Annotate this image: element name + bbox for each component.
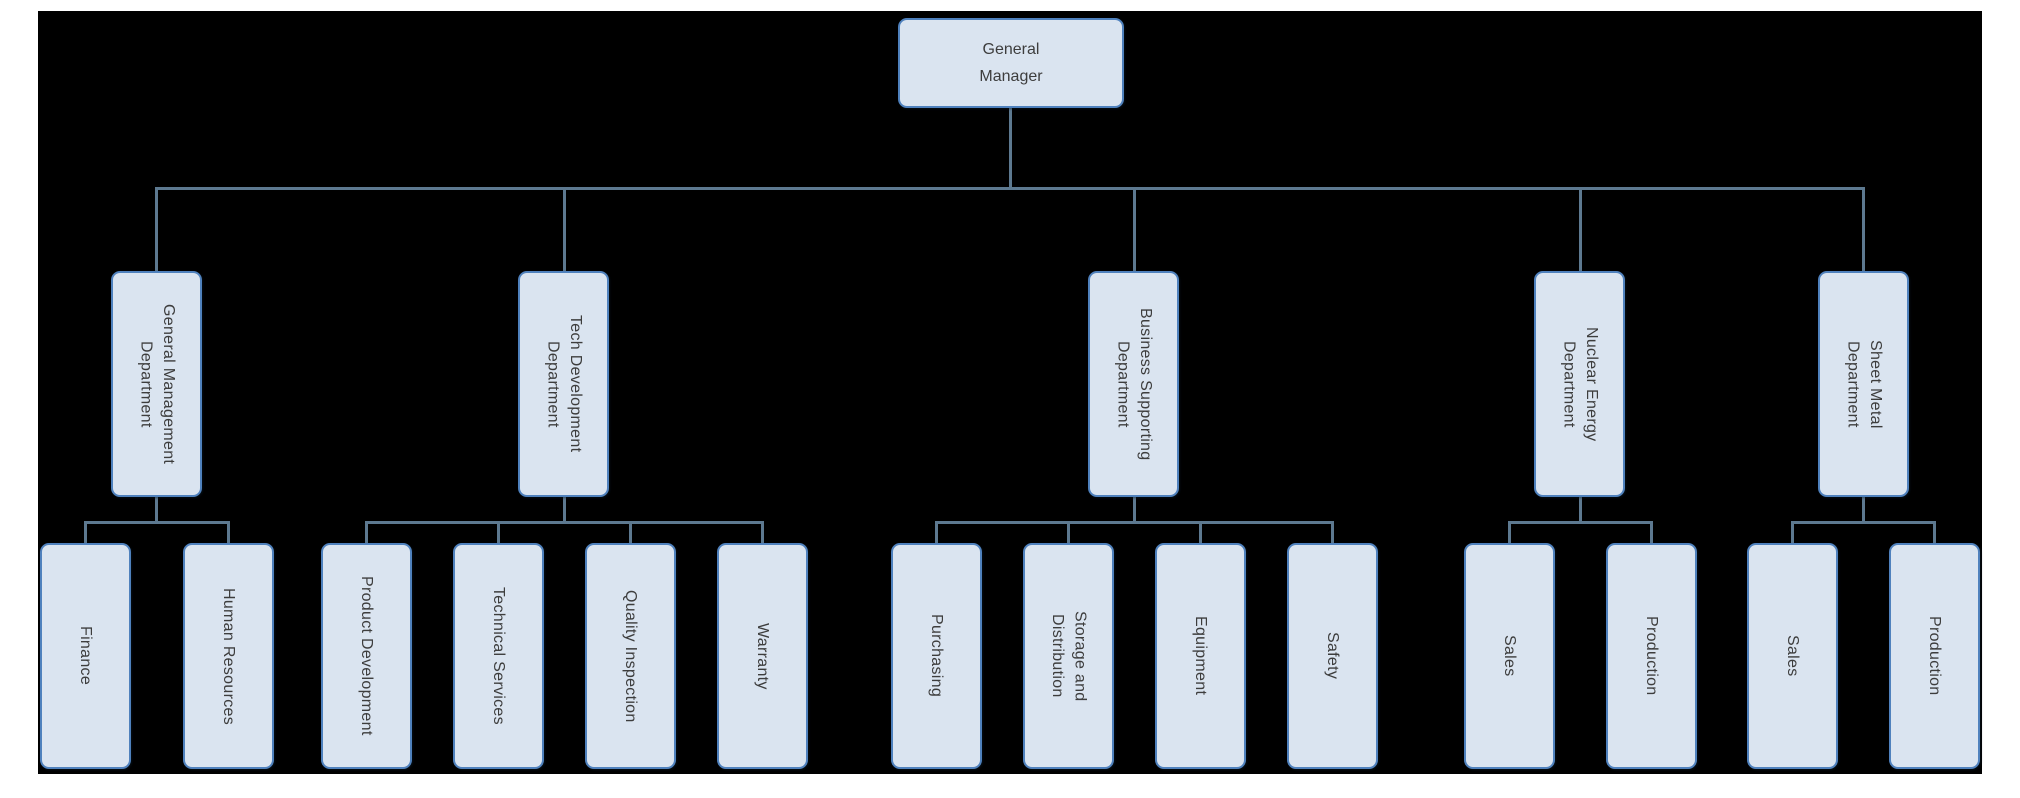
node-label: General Management Department xyxy=(137,303,177,465)
connector-child-rail xyxy=(1507,520,1653,524)
connector-child-drop xyxy=(1330,520,1334,544)
connector-top-rail xyxy=(154,186,1865,190)
node-label: Storage and Distribution xyxy=(1049,610,1089,702)
connector-child-drop xyxy=(1507,520,1511,544)
connector-child-rail xyxy=(1790,520,1936,524)
node-label: Sales xyxy=(1784,635,1802,677)
node-tech-development-department[interactable]: Tech Development Department xyxy=(518,271,609,497)
connector-dept-drop xyxy=(154,186,158,272)
connector-child-rail xyxy=(83,520,230,524)
connector-dept-stub xyxy=(1861,496,1865,522)
node-label: Sheet Metal Department xyxy=(1844,339,1884,429)
node-nuclear-energy-sales[interactable]: Sales xyxy=(1463,543,1555,769)
node-label: Quality Inspection xyxy=(622,589,640,723)
connector-child-drop xyxy=(934,520,938,544)
node-sheet-metal-department[interactable]: Sheet Metal Department xyxy=(1818,271,1909,497)
connector-child-drop xyxy=(83,520,87,544)
node-label: Finance xyxy=(77,626,95,686)
node-sheet-metal-production[interactable]: Production xyxy=(1888,543,1980,769)
node-label: Purchasing xyxy=(928,614,946,698)
node-sheet-metal-sales[interactable]: Sales xyxy=(1746,543,1838,769)
node-warranty[interactable]: Warranty xyxy=(716,543,808,769)
node-label: Product Development xyxy=(358,576,376,736)
connector-dept-drop xyxy=(1132,186,1136,272)
node-general-manager[interactable]: General Manager xyxy=(898,18,1124,108)
node-equipment[interactable]: Equipment xyxy=(1154,543,1246,769)
node-product-development[interactable]: Product Development xyxy=(320,543,412,769)
connector-child-drop xyxy=(628,520,632,544)
node-label: Equipment xyxy=(1192,616,1210,696)
connector-dept-stub xyxy=(1132,496,1136,522)
node-label: Nuclear Energy Department xyxy=(1560,326,1600,442)
node-label: Warranty xyxy=(754,622,772,690)
connector-child-drop xyxy=(226,520,230,544)
connector-dept-drop xyxy=(1578,186,1582,272)
connector-child-drop xyxy=(496,520,500,544)
connector-child-rail xyxy=(934,520,1334,524)
node-quality-inspection[interactable]: Quality Inspection xyxy=(584,543,676,769)
connector-dept-stub xyxy=(1578,496,1582,522)
connector-child-drop xyxy=(1198,520,1202,544)
connector-dept-drop xyxy=(562,186,566,272)
node-label: Production xyxy=(1643,616,1661,696)
node-finance[interactable]: Finance xyxy=(39,543,131,769)
connector-child-drop xyxy=(1066,520,1070,544)
connector-child-drop xyxy=(1932,520,1936,544)
node-label: General Manager xyxy=(979,40,1043,85)
connector-dept-stub xyxy=(562,496,566,522)
node-safety[interactable]: Safety xyxy=(1286,543,1378,769)
node-human-resources[interactable]: Human Resources xyxy=(182,543,274,769)
node-nuclear-energy-department[interactable]: Nuclear Energy Department xyxy=(1534,271,1625,497)
node-label: Human Resources xyxy=(220,587,238,725)
connector-child-drop xyxy=(364,520,368,544)
node-general-management-department[interactable]: General Management Department xyxy=(111,271,202,497)
node-label: Technical Services xyxy=(490,587,508,725)
connector-child-drop xyxy=(1790,520,1794,544)
node-technical-services[interactable]: Technical Services xyxy=(452,543,544,769)
connector-dept-stub xyxy=(154,496,158,522)
connector-dept-drop xyxy=(1861,186,1865,272)
node-purchasing[interactable]: Purchasing xyxy=(890,543,982,769)
node-label: Tech Development Department xyxy=(544,315,584,453)
node-label: Production xyxy=(1926,616,1944,696)
connector-root-stub xyxy=(1008,106,1012,188)
connector-child-drop xyxy=(1649,520,1653,544)
node-label: Business Supporting Department xyxy=(1114,307,1154,461)
node-label: Safety xyxy=(1324,632,1342,680)
connector-child-drop xyxy=(760,520,764,544)
node-storage-and-distribution[interactable]: Storage and Distribution xyxy=(1022,543,1114,769)
node-nuclear-energy-production[interactable]: Production xyxy=(1605,543,1697,769)
node-label: Sales xyxy=(1501,635,1519,677)
connector-child-rail xyxy=(364,520,764,524)
node-business-supporting-department[interactable]: Business Supporting Department xyxy=(1088,271,1179,497)
